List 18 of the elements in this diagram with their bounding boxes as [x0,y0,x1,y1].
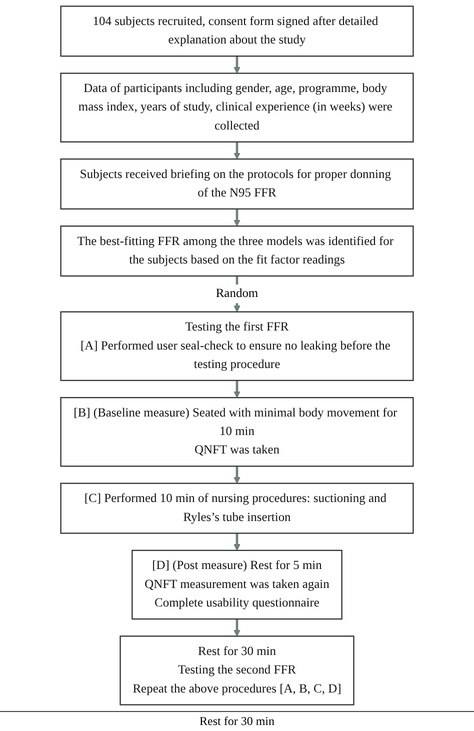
arrow [234,208,240,226]
node-box: The best-fitting FFR among the three models was identified for the subjects based on the fit factor readings [60,226,414,277]
node-box: [C] Performed 10 min of nursing procedures: suctioning and Ryles’s tube insertion [60,482,414,534]
node-box: [B] (Baseline measure) Seated with minimal body movement for 10 min QNFT was taken [60,397,414,467]
node-box: Testing the first FFR [A] Performed user seal-check to ensure no leaking before the testing procedure [60,311,414,382]
node-box: Data of participants including gender, age, programme, body mass index, years of study, clinical experience (in weeks) were collected [60,72,414,142]
node-box: Subjects received briefing on the protocols for proper donning of the N95 FFR [60,158,414,210]
arrow [234,142,240,160]
arrow [234,56,240,74]
node-box: 104 subjects recruited, consent form signed after detailed explanation about the study [60,6,414,57]
edge-label: Random [216,286,258,300]
note-text: Rest for 30 min [200,714,274,729]
arrow [234,619,240,636]
node-box: Rest for 30 min Testing the second FFR Repeat the above procedures [A, B, C, D] [120,636,354,706]
node-box: [D] (Post measure) Rest for 5 min QNFT measurement was taken again Complete usability questionnaire [132,550,342,620]
arrow [234,533,240,551]
arrow [234,466,240,484]
arrow [234,380,240,398]
